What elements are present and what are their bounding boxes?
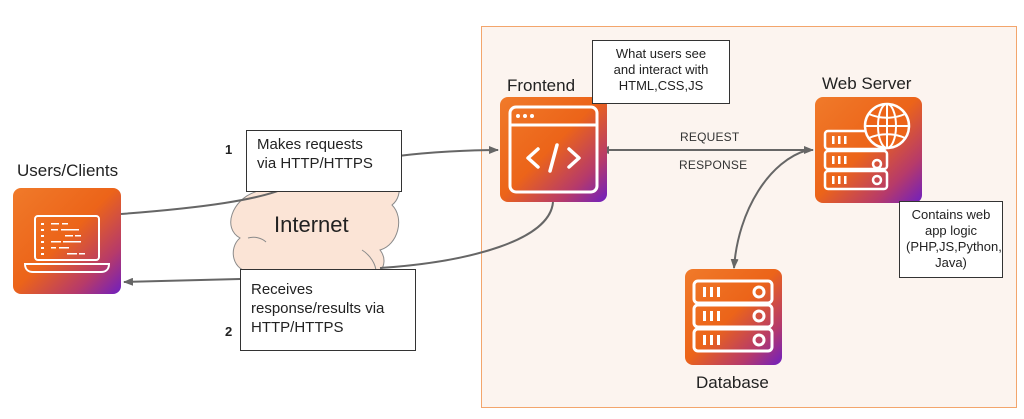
request-note-line-1: Makes requests <box>257 136 363 153</box>
request-label: REQUEST <box>680 130 740 144</box>
response-connector <box>379 201 554 269</box>
response-note: Receives response/results via HTTP/HTTPS <box>240 269 416 351</box>
webserver-note-line-4: Java) <box>935 255 967 270</box>
webserver-note: Contains web app logic (PHP,JS,Python, J… <box>899 201 1003 278</box>
request-arrow <box>397 146 499 157</box>
frontend-note-line-1: What users see <box>615 46 707 61</box>
internet-label: Internet <box>274 212 349 237</box>
response-note-line-1: Receives <box>251 281 313 298</box>
step-number-2: 2 <box>225 324 233 339</box>
response-note-line-2: response/results via <box>251 300 385 317</box>
server-rack-icon <box>692 279 774 353</box>
laptop-code-icon <box>23 215 111 273</box>
response-arrow <box>123 277 241 286</box>
response-note-line-3: HTTP/HTTPS <box>251 319 344 336</box>
frontend-label: Frontend <box>507 76 576 95</box>
clients-label: Users/Clients <box>17 161 119 180</box>
browser-code-icon <box>508 105 599 194</box>
database-label: Database <box>696 373 769 392</box>
webserver-note-line-1: Contains web <box>911 207 991 222</box>
server-globe-icon <box>823 102 911 191</box>
frontend-node[interactable] <box>500 97 607 202</box>
request-note-line-2: via HTTP/HTTPS <box>257 155 373 172</box>
webserver-note-line-3: (PHP,JS,Python, <box>906 239 1002 254</box>
webserver-node[interactable] <box>815 97 922 203</box>
database-node[interactable] <box>685 269 782 365</box>
request-note: Makes requests via HTTP/HTTPS <box>246 130 402 192</box>
webserver-label: Web Server <box>822 74 912 93</box>
webserver-note-line-2: app logic <box>924 223 978 238</box>
clients-node[interactable] <box>13 188 121 294</box>
frontend-note: What users see and interact with HTML,CS… <box>592 40 730 104</box>
frontend-note-line-3: HTML,CSS,JS <box>618 78 704 93</box>
server-database-arrow <box>730 149 809 269</box>
step-number-1: 1 <box>225 142 233 157</box>
response-label: RESPONSE <box>679 158 748 172</box>
frontend-note-line-2: and interact with <box>613 62 709 77</box>
